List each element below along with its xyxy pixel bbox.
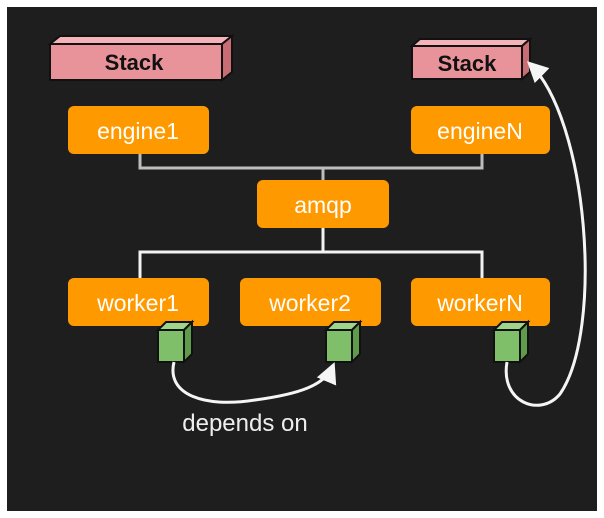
amqp-node: amqp [257, 180, 389, 228]
stack-box-left: Stack [47, 33, 235, 83]
stack-dependency-arrow [504, 61, 587, 407]
engine-connectors [138, 152, 484, 182]
engine-label-n: engineN [437, 118, 523, 144]
amqp-label: amqp [294, 192, 352, 218]
engine-node-1: engine1 [68, 106, 209, 154]
worker-node-1: worker1 [68, 278, 209, 326]
green-cube-icon [491, 319, 531, 365]
engine-node-n: engineN [411, 106, 550, 154]
stack-label-right: Stack [438, 51, 497, 76]
worker-node-2: worker2 [240, 278, 381, 326]
stack-label-left: Stack [105, 50, 164, 75]
worker-connectors [138, 227, 484, 282]
depends-on-arrow [171, 361, 337, 404]
worker-label-n: workerN [436, 290, 523, 316]
engine-label-1: engine1 [97, 118, 179, 144]
worker-node-n: workerN [411, 278, 550, 326]
worker-label-1: worker1 [96, 290, 179, 316]
stack-box-right: Stack [409, 36, 533, 82]
depends-on-caption: depends on [182, 410, 307, 437]
green-cube-icon [323, 319, 363, 365]
green-cube-icon [155, 319, 195, 365]
worker-label-2: worker2 [268, 290, 351, 316]
diagram-background [7, 7, 597, 511]
